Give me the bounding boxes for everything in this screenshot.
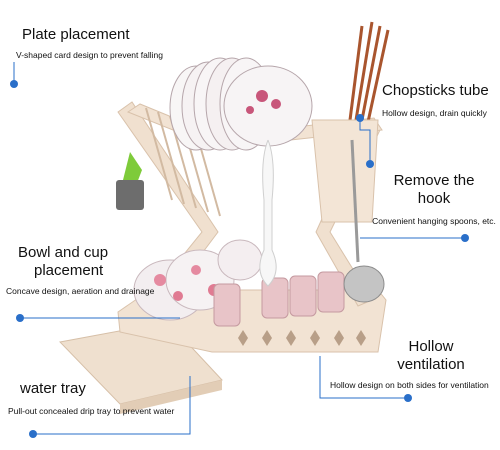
peeler: [116, 180, 144, 210]
callout-hook-desc: Convenient hanging spoons, etc.: [372, 216, 496, 226]
callout-hook: Remove the hook Convenient hanging spoon…: [368, 172, 500, 227]
callout-ventilation: Hollow ventilation: [362, 338, 500, 374]
spoon: [259, 139, 277, 287]
cups: [213, 271, 345, 327]
chopsticks-tube: [311, 119, 379, 223]
callout-plate: Plate placement V-shaped card design to …: [16, 26, 163, 61]
callout-hook-title-2: hook: [417, 190, 451, 207]
callout-chopsticks-title: Chopsticks tube: [382, 82, 489, 99]
callout-ventilation-title-1: Hollow: [408, 338, 454, 355]
callout-tray: water tray Pull-out concealed drip tray …: [8, 380, 174, 417]
plate-flowers: [246, 90, 281, 114]
callout-dots: [10, 80, 469, 438]
drip-tray-front: [120, 380, 222, 414]
callout-tray-title: water tray: [20, 380, 86, 397]
callout-ventilation-title-2: ventilation: [397, 356, 465, 373]
callout-plate-desc: V-shaped card design to prevent falling: [16, 50, 163, 60]
callout-ventilation-desc: Hollow design on both sides for ventilat…: [330, 380, 489, 390]
callout-bowl: Bowl and cup placement Concave design, a…: [6, 244, 154, 297]
chopsticks: [348, 21, 390, 123]
plates: [169, 57, 313, 151]
callout-tray-desc: Pull-out concealed drip tray to prevent …: [8, 406, 175, 416]
callout-plate-title: Plate placement: [22, 26, 130, 43]
callout-bowl-title-2: placement: [34, 262, 104, 279]
callout-hook-title-1: Remove the: [393, 172, 475, 189]
callout-bowl-desc: Concave design, aeration and drainage: [6, 286, 155, 296]
ladle-bowl: [343, 265, 385, 303]
callout-chopsticks-desc: Hollow design, drain quickly: [382, 108, 487, 118]
callout-chopsticks: Chopsticks tube Hollow design, drain qui…: [382, 82, 489, 119]
vent-holes: [238, 330, 366, 346]
ladle: [350, 139, 360, 263]
leader-lines: [13, 62, 465, 435]
callout-bowl-title-1: Bowl and cup: [18, 244, 109, 261]
